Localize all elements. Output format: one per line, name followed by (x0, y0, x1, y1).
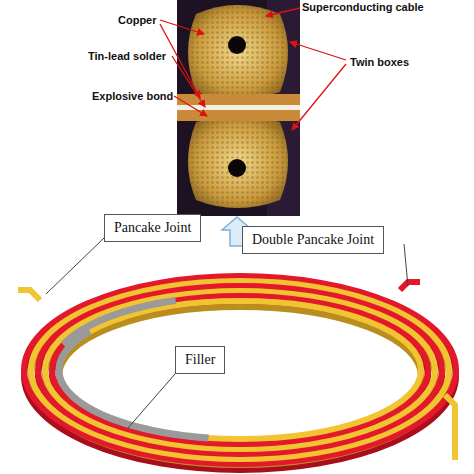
coil-ring (18, 276, 456, 470)
leader-lines (46, 238, 408, 428)
box-text: Double Pancake Joint (252, 232, 374, 247)
callout-label: Explosive bond (92, 90, 173, 102)
cross-section-photo (177, 0, 300, 216)
callout-label: Copper (118, 14, 157, 26)
callout-label: Tin-lead solder (88, 50, 166, 62)
callout-label: Superconducting cable (302, 1, 424, 13)
callout-label: Twin boxes (350, 56, 409, 68)
label-box: Pancake Joint (104, 214, 201, 242)
box-text: Filler (185, 352, 215, 367)
label-box: Double Pancake Joint (242, 226, 384, 254)
label-box: Filler (175, 346, 225, 374)
box-text: Pancake Joint (114, 220, 191, 235)
pointer-arrows (160, 8, 346, 130)
